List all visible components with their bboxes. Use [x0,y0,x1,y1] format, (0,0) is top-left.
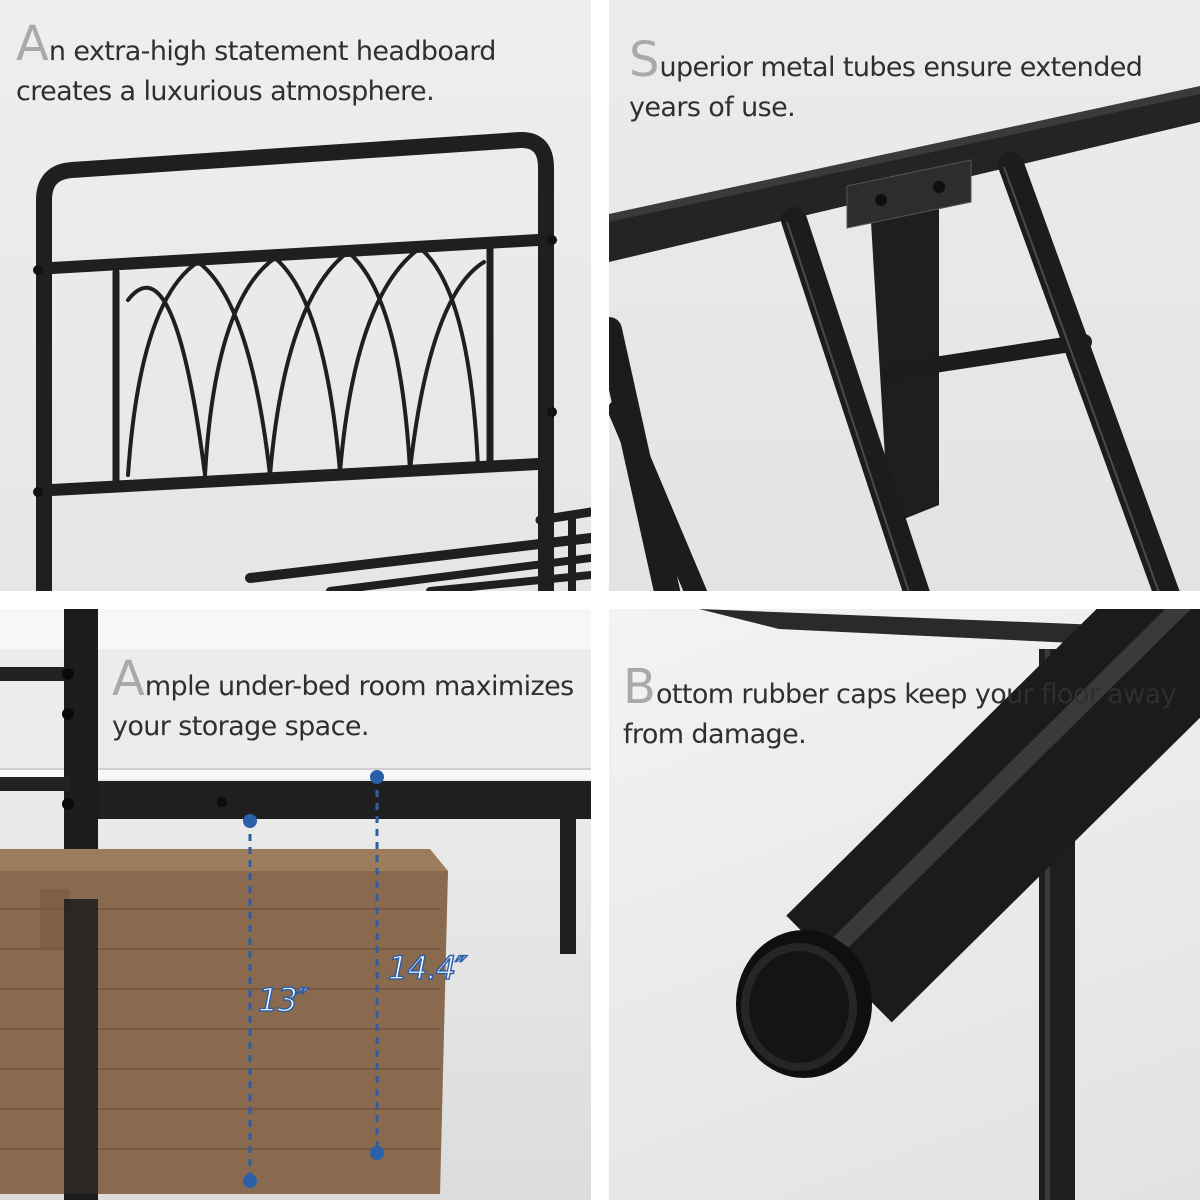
caption-text: mple under-bed room maximizes your stora… [112,671,574,742]
caption-text: ottom rubber caps keep your floor away f… [623,679,1177,750]
headboard-illustration [33,132,591,591]
metal-tubes-illustration [609,86,1200,591]
caption-rubber-caps: Bottom rubber caps keep your floor away … [623,663,1183,755]
drop-cap: A [112,651,145,707]
drop-cap: A [16,16,49,72]
measurement-label-basket-height: 13″ [257,980,309,1020]
caption-headboard: An extra-high statement headboard create… [16,20,576,112]
panel-rubber-caps: Bottom rubber caps keep your floor away … [609,609,1200,1200]
caption-metal-tubes: Superior metal tubes ensure extended yea… [629,36,1189,128]
drop-cap: B [623,659,656,715]
panel-metal-tubes: Superior metal tubes ensure extended yea… [609,0,1200,591]
caption-text: uperior metal tubes ensure extended year… [629,52,1143,123]
caption-under-bed-storage: Ample under-bed room maximizes your stor… [112,655,582,747]
panel-under-bed-storage: Ample under-bed room maximizes your stor… [0,609,591,1200]
measurement-label-clearance-height: 14.4″ [387,948,468,988]
caption-text: n extra-high statement headboard creates… [16,36,496,107]
measurement-marker-icon [243,770,384,1188]
rubber-cap-illustration [699,609,1200,1200]
under-bed-illustration [0,609,591,1200]
drop-cap: S [629,32,660,88]
panel-headboard: An extra-high statement headboard create… [0,0,591,591]
